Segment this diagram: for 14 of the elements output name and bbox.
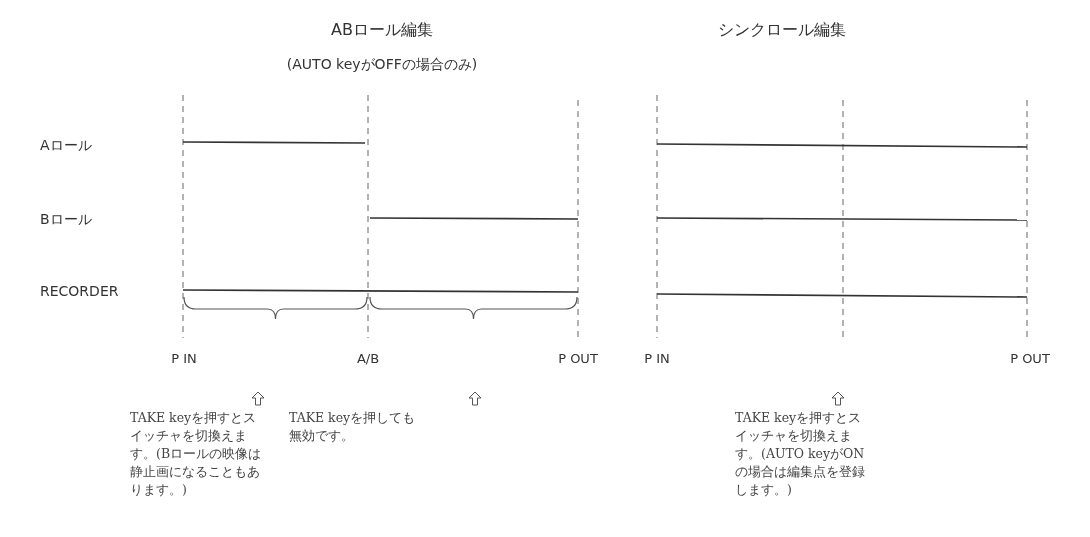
row-label: RECORDER [40, 283, 119, 299]
row-label: Aロール [40, 137, 92, 153]
heading: シンクロール編集 [718, 22, 846, 38]
time-label: P OUT [558, 351, 598, 367]
time-label: P IN [171, 351, 197, 367]
row-label: Bロール [40, 211, 92, 227]
note-text: TAKE keyを押しても無効です。 [289, 409, 417, 445]
time-label: P IN [644, 351, 670, 367]
heading: ABロール編集 [331, 22, 433, 38]
note-text: TAKE keyを押すとスイッチャを切換えます。(AUTO keyがONの場合は編集点を登録します。) [735, 409, 866, 499]
time-label: P OUT [1010, 351, 1050, 367]
subheading: (AUTO keyがOFFの場合のみ) [286, 56, 478, 72]
note-text: TAKE keyを押すとスイッチャを切換えます。(Bロールの映像は静止画になることもあります。) [130, 409, 263, 499]
time-label: A/B [356, 351, 380, 367]
